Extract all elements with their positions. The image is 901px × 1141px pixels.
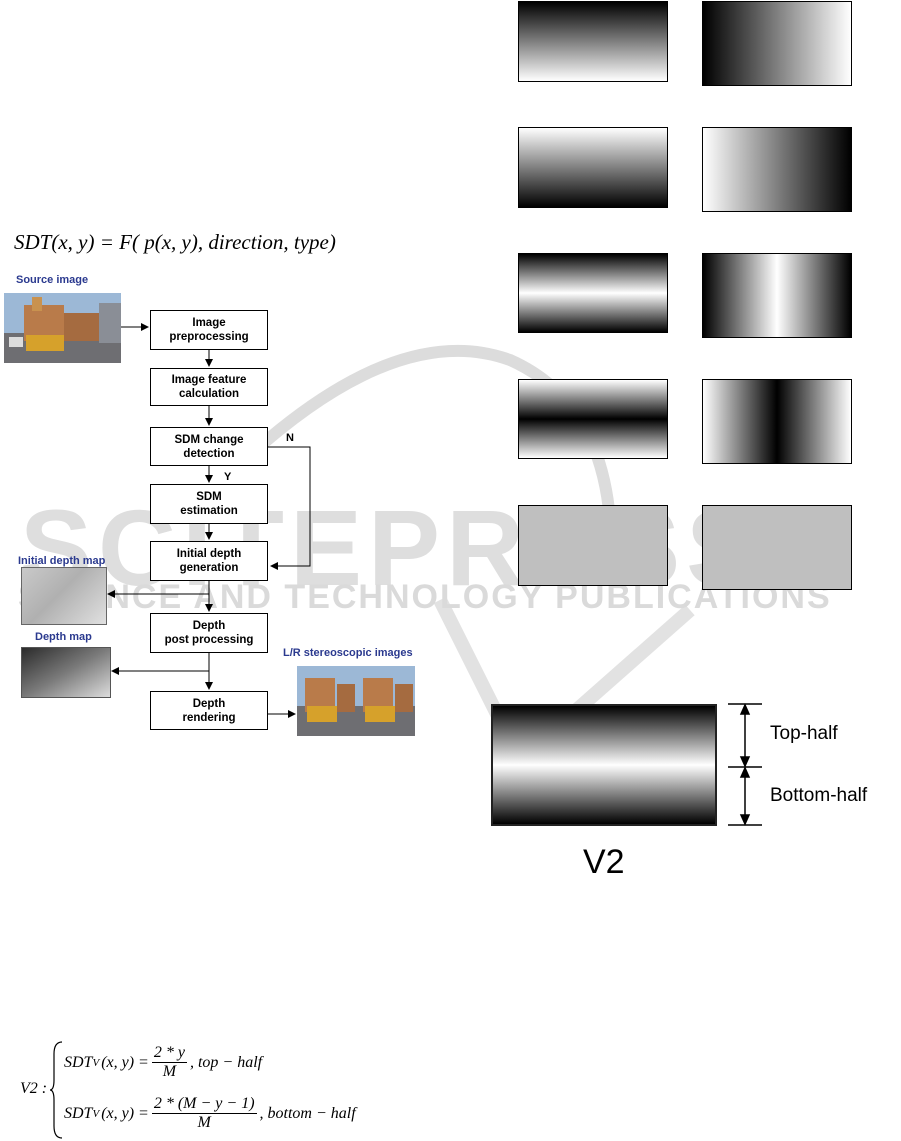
pattern-v3 bbox=[518, 379, 668, 459]
pattern-v2 bbox=[518, 253, 668, 333]
stereo-images bbox=[297, 666, 415, 736]
branch-yes-label: Y bbox=[224, 471, 232, 483]
depth-map-image bbox=[21, 647, 111, 698]
branch-no-label: N bbox=[286, 432, 294, 444]
initial-depth-map-label: Initial depth map bbox=[18, 555, 106, 567]
v2-bottom-half-label: Bottom-half bbox=[770, 785, 868, 806]
pattern-v1 bbox=[518, 1, 668, 82]
v2-dimension-arrows bbox=[728, 703, 762, 826]
pattern-h3 bbox=[702, 379, 852, 464]
stereo-images-label: L/R stereoscopic images bbox=[283, 647, 413, 659]
pattern-h1-inverse bbox=[702, 127, 852, 212]
v2-pattern-large bbox=[491, 704, 717, 826]
pattern-h2 bbox=[702, 253, 852, 338]
initial-depth-map-image bbox=[21, 567, 107, 625]
pattern-flat-2 bbox=[702, 505, 852, 590]
main-equation: SDT(x, y) = F( p(x, y), direction, type) bbox=[14, 230, 336, 254]
source-image-label: Source image bbox=[16, 274, 89, 286]
source-image bbox=[4, 293, 121, 363]
formula-brace bbox=[50, 1041, 63, 1139]
depth-map-label: Depth map bbox=[35, 631, 92, 643]
v2-formula-prefix: V2 : bbox=[20, 1080, 48, 1097]
v2-top-half-label: Top-half bbox=[770, 723, 838, 744]
pattern-flat-1 bbox=[518, 505, 668, 586]
pattern-h1 bbox=[702, 1, 852, 86]
pattern-v1-inverse bbox=[518, 127, 668, 208]
v2-caption: V2 bbox=[583, 843, 625, 881]
flow-arrows bbox=[107, 323, 311, 718]
